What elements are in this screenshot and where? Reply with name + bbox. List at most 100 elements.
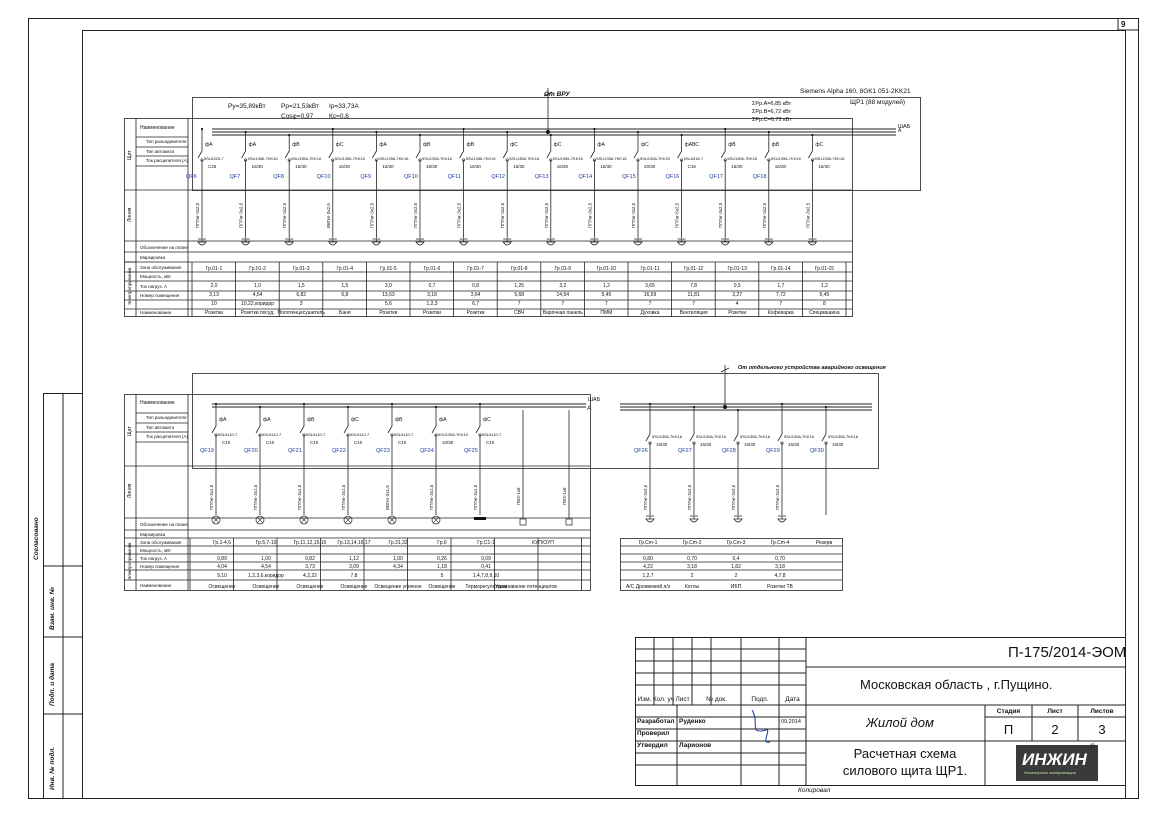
panel1-socket-2 [240,238,251,246]
panel1-phase-4: фС [336,142,344,148]
panel1-room-11: 7 [649,301,652,307]
panel2-hdr-consumer: Наименование [140,583,172,588]
panel1-phase-7: фB [467,142,475,148]
panel1-group-7: Гр.01-7 [467,266,484,272]
panel1-rating-12: C16 [688,164,697,169]
panel2-em-cable-3: ППГнг-3х2,5 [731,484,736,510]
panel2-pe-cable-1: ПВ3-1х6 [516,487,521,505]
panel1-bus-tap [244,130,247,134]
panel1-rating-6: 16/30 [426,164,438,169]
panel1-group-6: Гр.01-6 [424,266,441,272]
name-developed: Руденко [679,718,706,725]
panel2-pe-box-1 [519,518,527,526]
panel1-current-12: 11,81 [688,292,700,298]
panel1-hdr-plan-mark: Обозначение на плане [140,245,188,250]
panel2-cable-5: ВВГнг-3х1,5 [385,485,390,510]
panel1-rating-8: 16/30 [513,164,525,169]
panel1-breaker-type-7: 5SU1356-7KK16 [466,156,497,161]
panel1-socket-5 [371,238,382,246]
panel1-qf-3: QF8 [273,174,284,180]
panel1-rating-10: 16/30 [600,164,612,169]
col-kol: Кол. уч [652,695,675,703]
sheet-title: Расчетная схема силового щита ЩР1. [842,746,968,778]
panel1-rating-9: 16/30 [557,164,569,169]
company-logo: ИНЖИН [1022,750,1087,769]
panel2-current-5: 4,34 [393,564,403,570]
panel1-breaker-type-12: 5SL6316-7 [684,156,704,161]
panel2-rating-3: C10 [310,440,319,445]
panel1-qf-2: QF7 [230,174,241,180]
panel2-em-breaker-type-5: 5SU1356-7KK16 [828,434,859,439]
panel2-em-breaker-4-contact [780,441,784,445]
panel1-rating-11: 20/30 [644,164,656,169]
panel2-hdr-name: Наименование [140,400,175,406]
panel2-consumer-2: Освещение [253,584,280,590]
panel1-rating-3: 16/30 [295,164,307,169]
panel1-side-consumer: Электроприемник [127,268,132,305]
panel1-socket-13 [720,238,730,246]
panel1-power-5: 3,0 [385,283,392,289]
panel1-hdr-disconnector: Тип разъединителя [146,139,187,144]
panel2-em-socket-3 [733,515,743,523]
panel1-enclosure [192,97,921,191]
panel1-power-11: 3,65 [645,283,655,289]
col-sign: Подп. [751,695,769,703]
panel2-em-rating-4: 16/30 [788,442,800,447]
panel1-socket-11 [633,238,643,246]
panel2-extra-name: Уравнивание потенциалов [495,584,557,590]
panel1-current-7: 3,64 [471,292,481,298]
panel1-group-14: Гр.01-14 [771,266,791,272]
panel2-cable-1: ППГнг-3х1,5 [209,484,214,510]
panel1-bus-tap [549,133,552,137]
panel2-em-current-2: 3,18 [687,564,697,570]
panel1-current-6: 3,18 [427,292,437,298]
panel1-cable-4: ВВГнг-3х2,5 [326,203,331,228]
panel2-bus-tap [302,402,306,406]
panel2-lamp-2-cross [256,516,264,524]
panel1-cable-6: ППГнг-3х2,5 [413,202,418,228]
panel1-group-13: Гр.01-13 [728,266,748,272]
panel1-consumer-12: Вентиляция [680,310,708,316]
panel2-group-4: Гр.13,14,16,17 [337,540,370,546]
panel2-breaker-1-contact [214,433,218,437]
panel1-breaker-4-contact [331,158,335,162]
panel1-feeder-tick [543,91,553,97]
panel1-group-5: Гр.01-5 [380,266,397,272]
panel2-rating-7: C10 [486,440,495,445]
panel1-current-15: 5,45 [820,292,830,298]
panel1-bus-tap [724,127,727,131]
panel2-qf-2: QF20 [244,448,258,454]
panel1-consumer-2: Розетки посуд. [241,310,275,316]
panel2-hdr-plan-mark: Обозначение на плане [140,522,188,527]
panel1-room-10: 7 [605,301,608,307]
panel1-rating-1: C25 [208,164,217,169]
panel2-hdr-power: Мощность, кВт [140,548,171,553]
panel1-room-8: 7 [518,301,521,307]
panel2-cable-4: ППГнг-3х1,5 [341,484,346,510]
panel1-cable-10: ППГнг-3х2,5 [587,202,592,228]
panel2-consumer-1: Освещение [209,584,236,590]
panel2-room-1: 9,10 [217,573,227,579]
panel2-em-power-4: 0,70 [775,556,785,562]
panel1-consumer-10: ПММ [600,310,612,316]
panel1-rating-7: 16/30 [470,164,482,169]
panel1-rating-14: 16/30 [775,164,787,169]
panel2-breaker-3-contact [302,433,306,437]
panel2-bus-tap [390,402,394,406]
panel1-bus-tap [418,133,422,137]
panel2-room-2: 1,2,3,6,коридор [248,573,284,579]
panel2-power-6: 0,26 [437,556,447,562]
panel2-lamp-3 [299,515,309,525]
panel1-phase-6: фB [423,142,431,148]
panel2-cable-6: ППГнг-3х1,5 [429,484,434,510]
panel1-bus-tap [767,130,770,134]
panel2-phase-1: фА [219,417,227,423]
panel2-qf-4: QF22 [332,448,346,454]
panel2-em-breaker-type-3: 5SU1356-7KK16 [740,434,771,439]
panel1-bus-tap [200,127,204,131]
page-number: 9 [1121,20,1126,29]
panel2-bus-tap [478,402,482,406]
panel1-power-15: 1,2 [821,283,828,289]
